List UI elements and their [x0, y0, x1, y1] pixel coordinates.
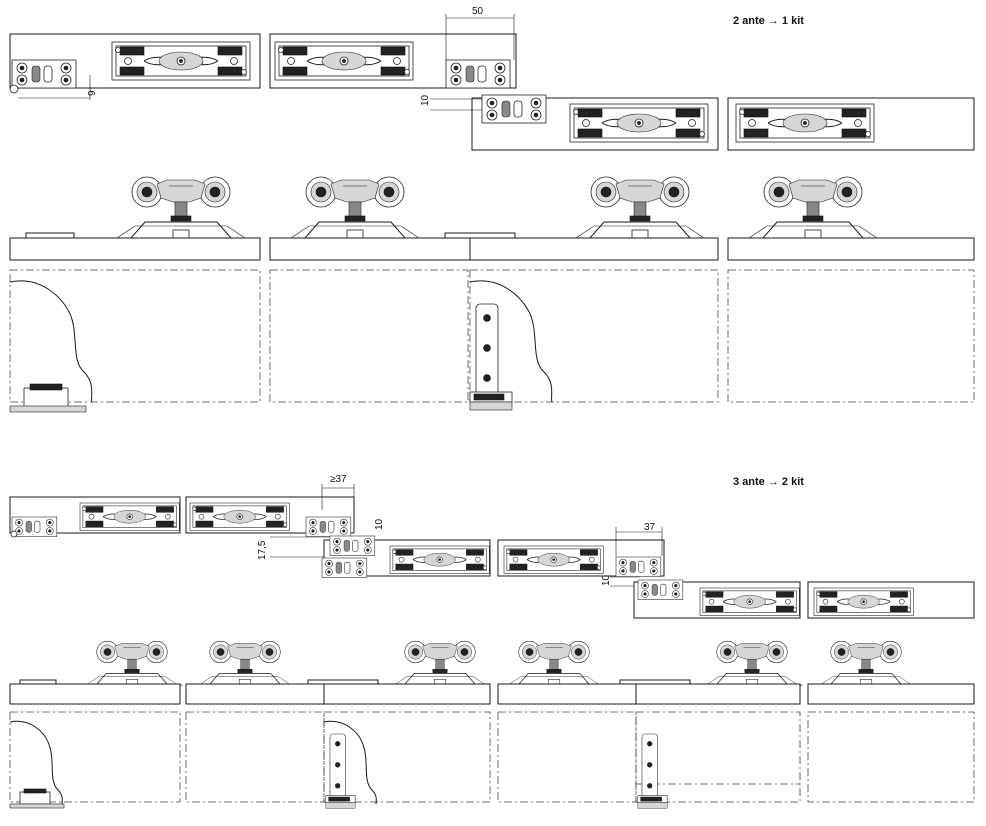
dim-ge-37: ≥37 [330, 474, 347, 485]
dim-10-b: 10 [601, 574, 612, 586]
dim-9: 9 [87, 90, 98, 96]
section-2-ante: 2 ante → 1 kit 9 50 10 [9, 6, 975, 413]
hinge-plate-icon [469, 303, 513, 411]
section-3-ante: 3 ante → 2 kit ≥37 17,5 10 37 10 [9, 474, 975, 809]
hinge-plate-icon [325, 733, 668, 809]
roller-carriage-icon [110, 176, 884, 239]
dim-37: 37 [644, 522, 656, 533]
dim-17-5: 17,5 [257, 540, 268, 560]
bracket-icon [9, 383, 87, 413]
bracket-icon [9, 788, 65, 809]
roller-carriage-icon [81, 640, 917, 686]
dim-50: 50 [472, 6, 484, 17]
section-title: 3 ante → 2 kit [733, 476, 804, 488]
section-title: 2 ante → 1 kit [733, 15, 804, 27]
dim-10-a: 10 [374, 518, 385, 530]
dim-10: 10 [420, 94, 431, 106]
